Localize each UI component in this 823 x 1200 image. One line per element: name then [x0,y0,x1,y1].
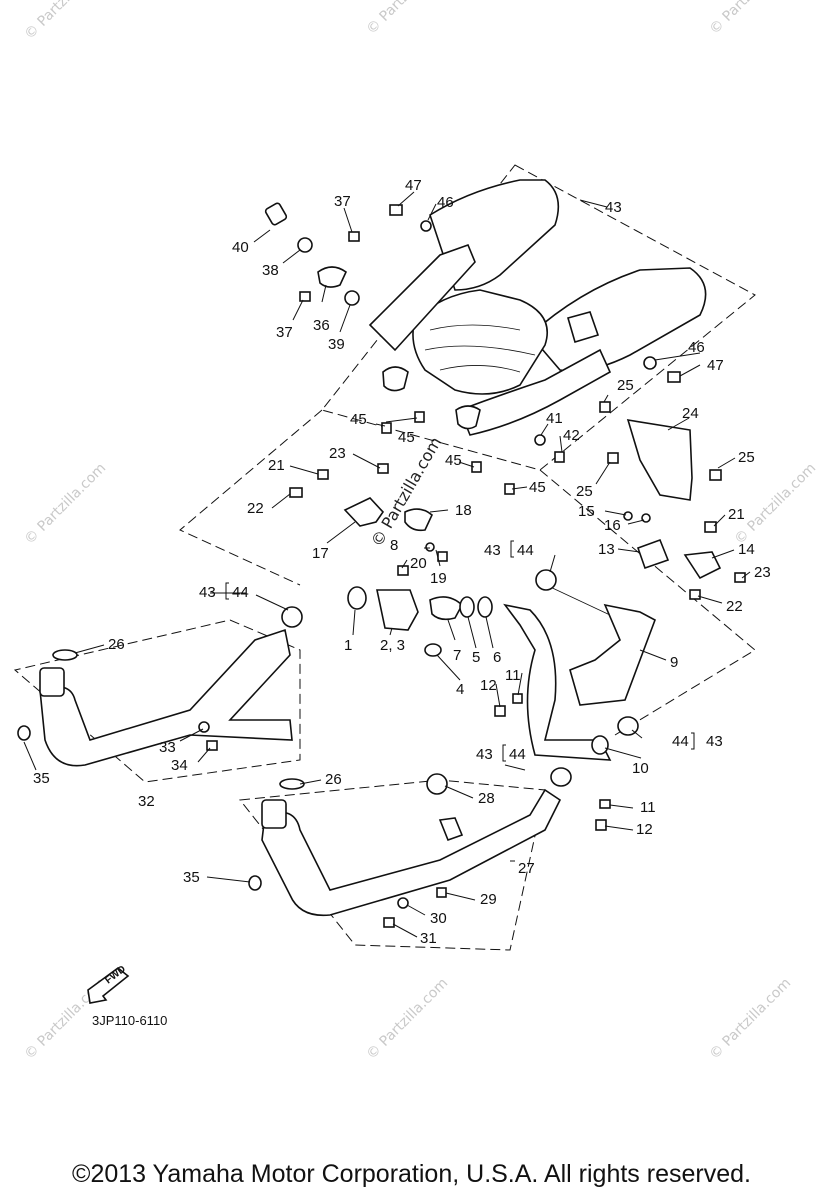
label-part-2-3: 2, 3 [380,637,405,654]
label-part-35: 35 [33,770,50,787]
label-part-28: 28 [478,790,495,807]
label-part-45: 45 [529,479,546,496]
label-part-19: 19 [430,570,447,587]
watermark: © Partzilla.com [22,0,110,43]
watermark: © Partzilla.com [364,975,452,1063]
label-part-11: 11 [505,667,521,684]
part-labels: 1 2, 3 4 5 6 7 8 9 10 11 11 12 12 13 14 … [33,177,771,947]
label-part-47: 47 [405,177,422,194]
label-part-17: 17 [312,545,329,562]
label-part-22: 22 [247,500,264,517]
label-part-6: 6 [493,649,501,666]
label-part-46: 46 [437,194,454,211]
watermark: © Partzilla.com [364,0,452,38]
label-part-38: 38 [262,262,279,279]
label-part-25: 25 [738,449,755,466]
label-part-36: 36 [313,317,330,334]
label-part-26: 26 [325,771,342,788]
label-part-37: 37 [276,324,293,341]
label-part-44: 44 [509,746,526,763]
label-part-20: 20 [410,555,427,572]
exhaust-pipe-assembly-27 [248,773,562,928]
watermark-center: © Partzilla.com [367,434,445,550]
label-part-12: 12 [636,821,653,838]
exhaust-pipes-front [494,603,656,831]
label-part-45: 45 [398,429,415,446]
label-part-42: 42 [563,427,580,444]
label-part-43: 43 [476,746,493,763]
label-part-34: 34 [171,757,188,774]
label-part-24: 24 [682,405,699,422]
label-part-10: 10 [632,760,649,777]
label-part-47: 47 [707,357,724,374]
label-part-23: 23 [754,564,771,581]
label-part-27: 27 [518,860,535,877]
label-part-44: 44 [232,584,249,601]
label-part-26: 26 [108,636,125,653]
label-part-43: 43 [605,199,622,216]
label-part-30: 30 [430,910,447,927]
label-part-8: 8 [390,537,398,554]
upper-fasteners [264,202,681,495]
muffler-assembly [368,179,707,436]
label-part-29: 29 [480,891,497,908]
label-part-1: 1 [344,637,352,654]
label-part-31: 31 [420,930,437,947]
label-part-21: 21 [268,457,285,474]
label-part-16: 16 [604,517,621,534]
middle-fittings [289,463,746,657]
catalog-code: 3JP110-6110 [92,1013,167,1028]
label-part-43: 43 [484,542,501,559]
label-part-32: 32 [138,793,155,810]
label-part-44: 44 [672,733,689,750]
label-part-25: 25 [576,483,593,500]
label-part-43: 43 [199,584,216,601]
label-part-15: 15 [578,503,595,520]
label-part-35: 35 [183,869,200,886]
label-part-7: 7 [453,647,461,664]
label-part-41: 41 [546,410,563,427]
leader-lines [23,191,751,938]
label-part-12: 12 [480,677,497,694]
label-part-18: 18 [455,502,472,519]
label-part-39: 39 [328,336,345,353]
label-part-11: 11 [640,799,656,816]
copyright-notice: ©2013 Yamaha Motor Corporation, U.S.A. A… [72,1160,751,1188]
exhaust-pipe-assembly-32 [17,606,303,767]
label-part-5: 5 [472,649,480,666]
label-part-33: 33 [159,739,176,756]
label-part-40: 40 [232,239,249,256]
label-part-45: 45 [445,452,462,469]
bracket-24 [626,419,693,501]
label-part-21: 21 [728,506,745,523]
label-part-23: 23 [329,445,346,462]
label-part-13: 13 [598,541,615,558]
label-part-37: 37 [334,193,351,210]
label-part-22: 22 [726,598,743,615]
watermark-layer: © Partzilla.com © Partzilla.com © Partzi… [22,0,820,1063]
label-part-46: 46 [688,339,705,356]
label-part-44: 44 [517,542,534,559]
label-part-45: 45 [350,411,367,428]
label-part-4: 4 [456,681,464,698]
label-part-43: 43 [706,733,723,750]
watermark: © Partzilla.com [22,460,110,548]
label-part-9: 9 [670,654,678,671]
label-part-14: 14 [738,541,755,558]
watermark: © Partzilla.com [732,460,820,548]
watermark: © Partzilla.com [707,975,795,1063]
pair-brackets [225,540,695,762]
watermark: © Partzilla.com [707,0,795,38]
label-part-25: 25 [617,377,634,394]
